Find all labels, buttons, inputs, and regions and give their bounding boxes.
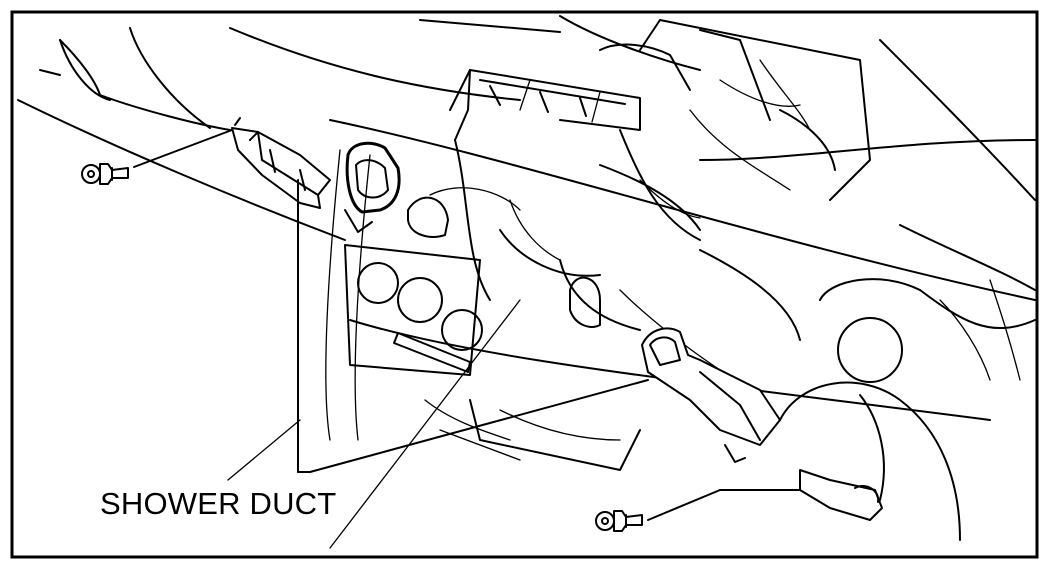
shower-duct-label: SHOWER DUCT bbox=[100, 486, 337, 521]
steering-area bbox=[779, 278, 1036, 541]
label-leader-lines bbox=[227, 179, 649, 549]
heater-duct-outlet bbox=[407, 196, 601, 328]
center-panel bbox=[344, 244, 511, 441]
dashboard-outline bbox=[17, 15, 1036, 441]
right-panel-lines bbox=[639, 59, 1021, 381]
side-vent-left bbox=[344, 141, 401, 233]
frame-border bbox=[10, 10, 1039, 559]
shower-duct-right bbox=[641, 327, 781, 463]
clip-fastener-right bbox=[595, 489, 801, 532]
heater-unit bbox=[429, 19, 871, 471]
clip-fastener-left bbox=[81, 129, 233, 185]
shower-duct-left bbox=[231, 117, 331, 209]
duct-end-right bbox=[799, 469, 883, 521]
